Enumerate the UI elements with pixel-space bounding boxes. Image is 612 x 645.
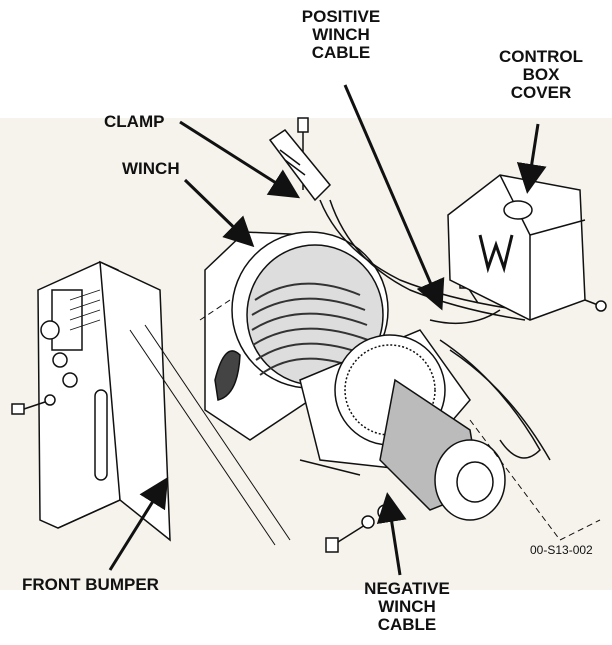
clamp-leader-arrow	[179, 120, 301, 199]
control-box-leader-arrow	[516, 123, 547, 194]
negative-winch-cable-label: NEGATIVE WINCH CABLE	[364, 579, 450, 634]
front-bumper-leader-arrow	[108, 476, 169, 571]
winch-leader-arrow	[183, 178, 255, 248]
figure-code: 00-S13-002	[530, 543, 593, 557]
positive-winch-cable-label: POSITIVE WINCH CABLE	[301, 7, 381, 62]
clamp-drawing	[268, 117, 332, 202]
front-bumper-label: FRONT BUMPER	[22, 575, 159, 594]
winch-label: WINCH	[122, 159, 180, 178]
negative-cable-bolt-drawing	[325, 504, 393, 553]
front-bumper-drawing	[37, 260, 291, 546]
positive-cable-leader-arrow	[343, 84, 445, 311]
bumper-bolt-drawing	[11, 394, 56, 415]
control-box-cover-label: CONTROL BOX COVER	[498, 47, 584, 102]
control-box-cover-drawing	[447, 174, 607, 321]
clamp-label: CLAMP	[104, 112, 165, 131]
negative-cable-leader-arrow	[376, 492, 407, 576]
dashed-guide-lines	[199, 299, 601, 541]
winch-drawing	[204, 231, 506, 521]
